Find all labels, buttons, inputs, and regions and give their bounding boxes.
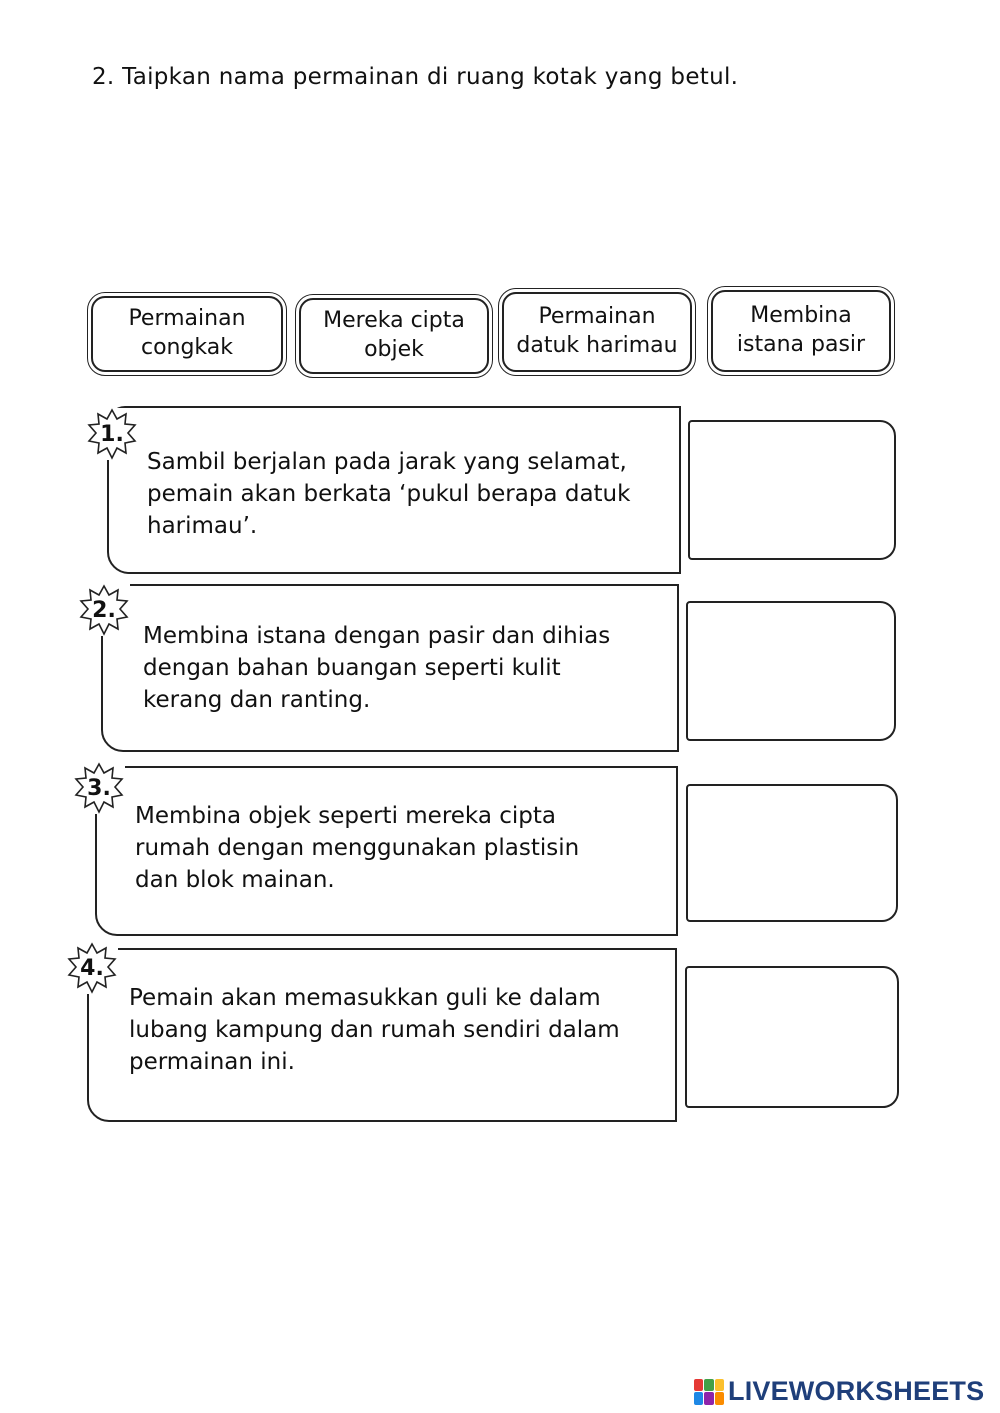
question-number: 1. — [100, 421, 124, 447]
question-text: Sambil berjalan pada jarak yang selamat,… — [147, 449, 631, 540]
starburst-icon — [79, 584, 129, 636]
question-number-badge: 4. — [66, 942, 118, 994]
liveworksheets-brand: LIVEWORKSHEETS — [694, 1376, 984, 1407]
starburst-icon — [67, 942, 117, 994]
word-bank-option: Permainan congkak — [87, 292, 287, 376]
question-number: 2. — [92, 597, 116, 623]
word-bank-option: Membina istana pasir — [707, 286, 895, 376]
answer-box-1[interactable] — [688, 420, 896, 560]
question-text: Membina objek seperti mereka cipta rumah… — [135, 803, 580, 894]
question-number-badge: 2. — [78, 584, 130, 636]
starburst-icon — [74, 762, 124, 814]
answer-box-2[interactable] — [686, 601, 896, 741]
question-card-3: Membina objek seperti mereka cipta rumah… — [95, 766, 678, 936]
starburst-icon — [87, 408, 137, 460]
question-text: Membina istana dengan pasir dan dihias d… — [143, 623, 611, 714]
question-text: Pemain akan memasukkan guli ke dalam lub… — [129, 985, 620, 1076]
question-card-1: Sambil berjalan pada jarak yang selamat,… — [107, 406, 681, 574]
question-number-badge: 1. — [86, 408, 138, 460]
answer-box-3[interactable] — [686, 784, 898, 922]
instruction-text: 2. Taipkan nama permainan di ruang kotak… — [92, 64, 739, 90]
liveworksheets-logo-icon — [694, 1378, 724, 1405]
brand-name: LIVEWORKSHEETS — [728, 1376, 985, 1406]
answer-box-4[interactable] — [685, 966, 899, 1108]
question-number: 4. — [80, 955, 104, 981]
question-number-badge: 3. — [73, 762, 125, 814]
word-bank-option: Permainan datuk harimau — [498, 288, 696, 376]
question-number: 3. — [87, 775, 111, 801]
word-bank-option: Mereka cipta objek — [295, 294, 493, 378]
question-card-4: Pemain akan memasukkan guli ke dalam lub… — [87, 948, 677, 1122]
question-card-2: Membina istana dengan pasir dan dihias d… — [101, 584, 679, 752]
